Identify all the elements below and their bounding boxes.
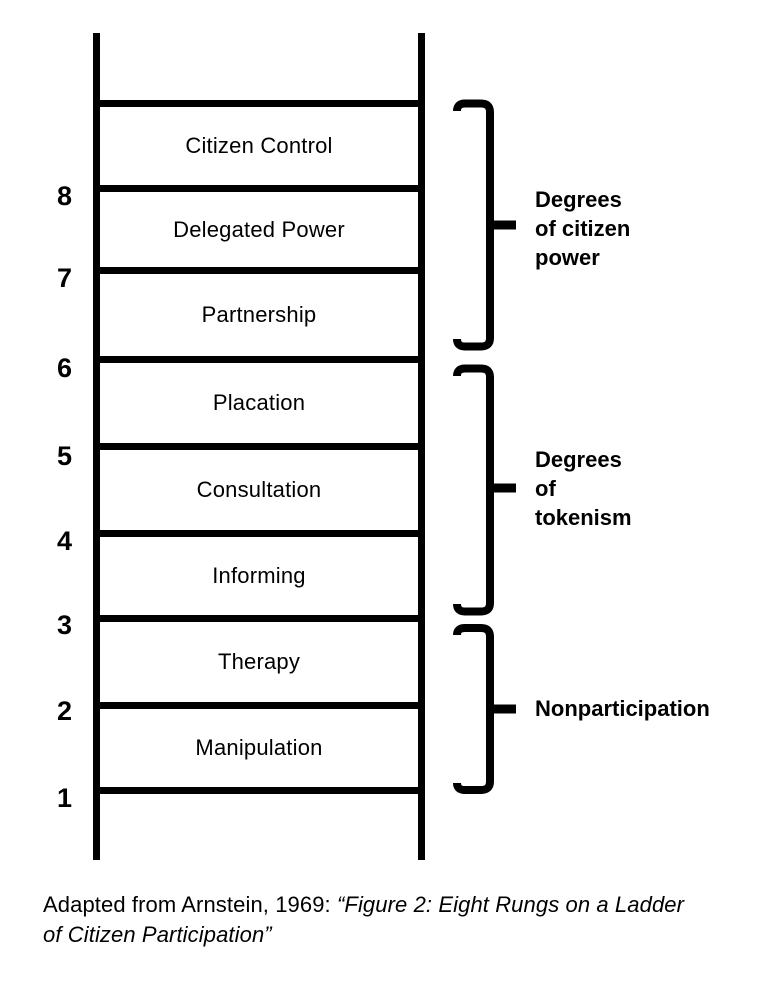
ladder-rung — [93, 356, 425, 363]
step-label-consultation: Consultation — [196, 477, 322, 502]
ladder-rung — [93, 267, 425, 274]
group-label-degrees-of-tokenism: Degrees of tokenism — [535, 447, 632, 530]
rung-number-5: 5 — [56, 441, 72, 471]
rung-number-2: 2 — [56, 696, 72, 726]
ladder-rung — [93, 185, 425, 192]
ladder-rung — [93, 530, 425, 537]
ladder-rung — [93, 100, 425, 107]
brace-degrees-tokenism — [453, 364, 516, 616]
rung-number-1: 1 — [56, 783, 72, 813]
group-label-degrees-of-citizen-power: Degrees of citizen power — [535, 187, 631, 270]
step-label-informing: Informing — [212, 563, 306, 588]
step-label-placation: Placation — [212, 390, 306, 415]
rung-number-3: 3 — [56, 610, 72, 640]
step-label-citizen-control: Citizen Control — [185, 133, 333, 158]
figure-caption: Adapted from Arnstein, 1969: “Figure 2: … — [43, 890, 743, 950]
step-label-therapy: Therapy — [217, 649, 301, 674]
caption-prefix: Adapted from Arnstein, 1969: — [43, 892, 337, 917]
brace-degrees-citizen-power — [453, 99, 516, 351]
step-label-delegated-power: Delegated Power — [173, 216, 345, 242]
caption-quote-line2: of Citizen Participation” — [43, 922, 272, 947]
ladder-rung — [93, 787, 425, 794]
caption-quote-line1: “Figure 2: Eight Rungs on a Ladder — [336, 892, 685, 917]
group-label-nonparticipation: Nonparticipation — [535, 696, 710, 721]
rung-number-4: 4 — [56, 526, 72, 556]
brace-nonparticipation — [453, 624, 516, 794]
ladder-rung — [93, 443, 425, 450]
ladder-rung — [93, 702, 425, 709]
step-label-partnership: Partnership — [201, 302, 317, 327]
rung-number-6: 6 — [56, 353, 72, 383]
step-label-manipulation: Manipulation — [195, 735, 323, 760]
ladder-rung — [93, 615, 425, 622]
rung-number-8: 8 — [56, 181, 72, 211]
rung-number-7: 7 — [56, 263, 72, 293]
